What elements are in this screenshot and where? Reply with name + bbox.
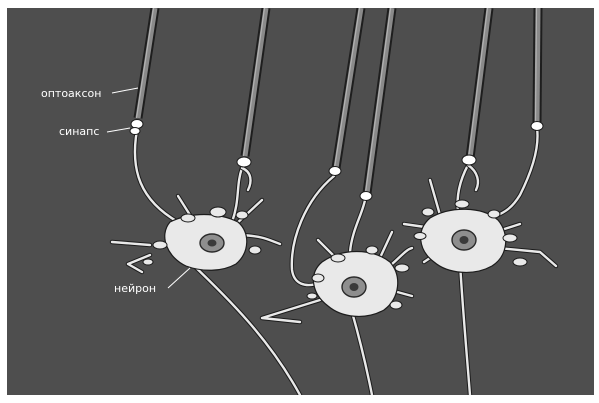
synapse-terminal xyxy=(360,192,372,201)
synapse-leader-line xyxy=(107,128,130,132)
neuron-right xyxy=(404,122,556,396)
neuron-diagram xyxy=(7,8,594,395)
diagram-panel: оптоаксон синапс нейрон xyxy=(7,8,594,395)
optoaxon-2 xyxy=(244,8,267,156)
optoaxon-4 xyxy=(366,8,393,193)
optoaxon-5 xyxy=(469,8,490,158)
synapse-terminal xyxy=(462,155,476,165)
optoaxon-1 xyxy=(137,8,156,118)
neuron-middle xyxy=(262,167,412,396)
neuron-left xyxy=(112,120,300,396)
optoaxon-group xyxy=(137,8,539,193)
optoaxon-label: оптоаксон xyxy=(41,88,101,100)
optoaxon-6 xyxy=(536,8,539,122)
optoaxon-3 xyxy=(335,8,362,168)
neuron-leader-line xyxy=(168,268,190,288)
synapse-label: синапс xyxy=(59,126,99,138)
synapse-terminal xyxy=(329,167,341,176)
neuron-label: нейрон xyxy=(114,283,156,295)
synapse-terminal xyxy=(531,122,543,131)
optoaxon-leader-line xyxy=(112,88,138,93)
synapse-terminal xyxy=(237,157,251,167)
synapse-terminal xyxy=(131,120,143,129)
